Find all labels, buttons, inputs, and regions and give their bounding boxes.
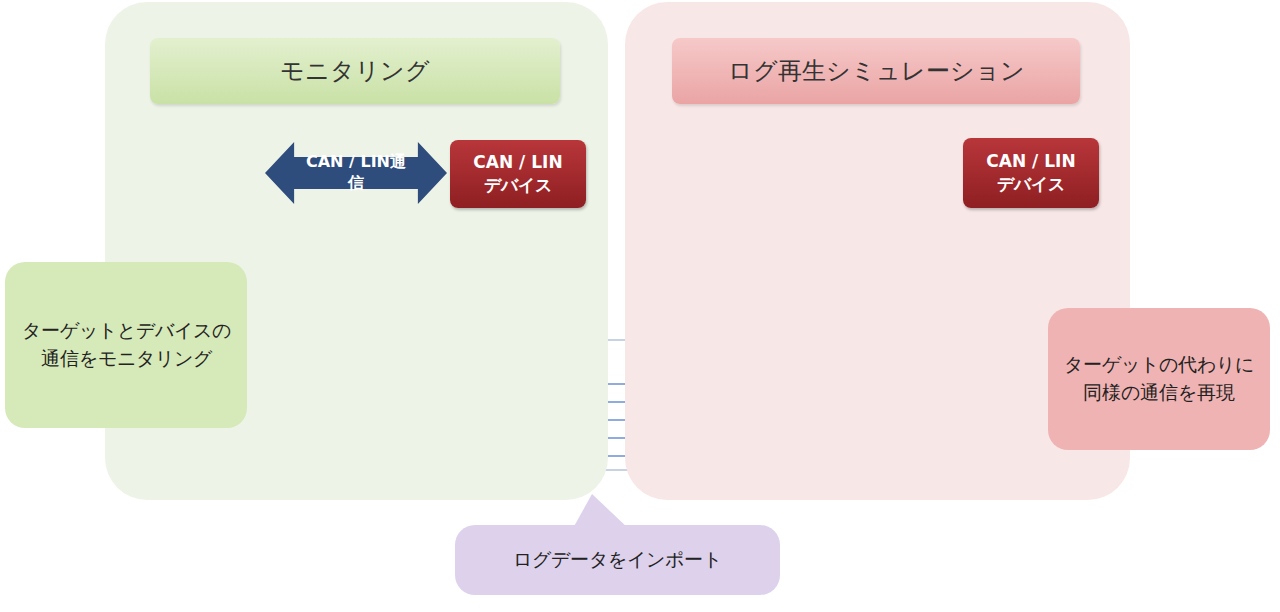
monitoring-region: モニタリングCAN / LIN通信CAN / LIN デバイスターゲットとデバイ… <box>105 2 608 500</box>
bus-arrow: CAN / LIN通信 <box>265 142 447 204</box>
device-box: CAN / LIN デバイス <box>963 138 1099 208</box>
node-text: CAN / LIN デバイス <box>466 151 570 197</box>
region-heading: ログ再生シミュレーション <box>672 38 1080 104</box>
region-heading: モニタリング <box>150 38 560 104</box>
node-text: ログデータをインポート <box>513 546 722 574</box>
node-text: ターゲットとデバイスの通信をモニタリング <box>19 317 233 372</box>
simulation-region: ログ再生シミュレーションCAN / LIN デバイスターゲットの代わりに同様の通… <box>625 2 1130 500</box>
node-text: ターゲットの代わりに同様の通信を再現 <box>1062 351 1256 406</box>
callout-bubble: ターゲットとデバイスの通信をモニタリング <box>5 262 247 428</box>
callout-bubble: ターゲットの代わりに同様の通信を再現 <box>1048 308 1270 450</box>
node-text: CAN / LIN デバイス <box>979 150 1083 196</box>
device-box: CAN / LIN デバイス <box>450 140 586 208</box>
callout-bubble: ログデータをインポート <box>455 525 780 595</box>
node-text: CAN / LIN通信 <box>299 152 413 194</box>
double-arrow-fill <box>265 142 447 204</box>
